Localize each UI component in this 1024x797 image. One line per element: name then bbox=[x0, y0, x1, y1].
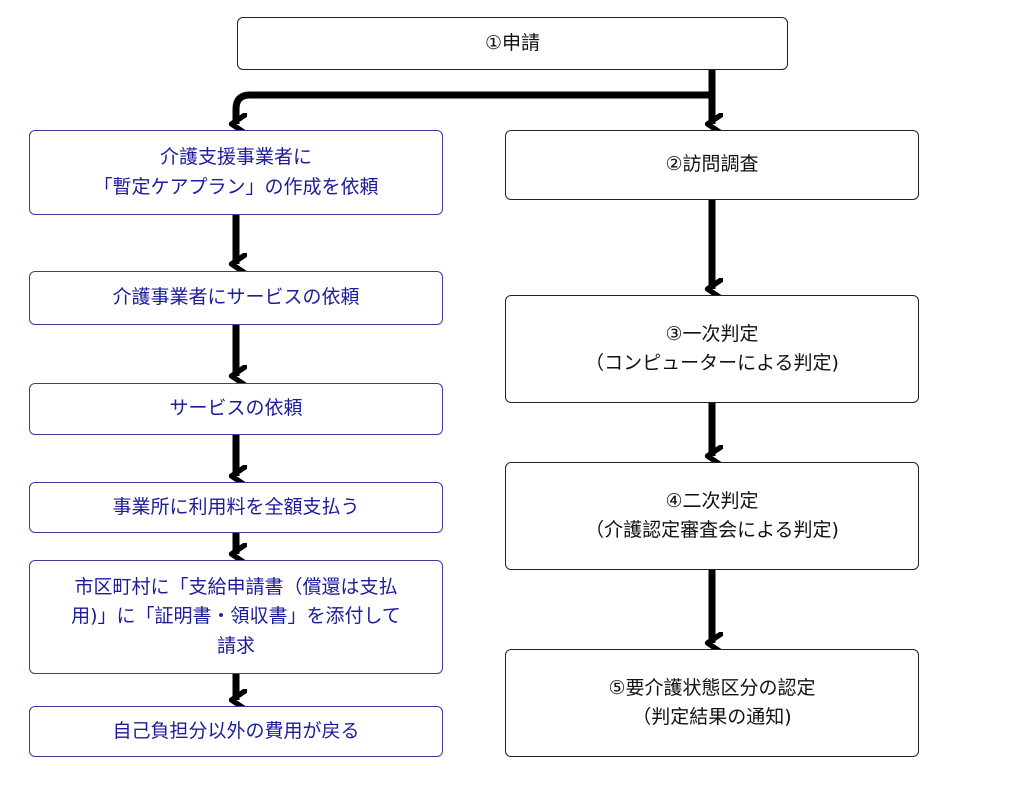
left-step-submit-claim: 市区町村に「支給申請書（償還は支払 用)」に「証明書・領収書」を添付して 請求 bbox=[29, 560, 443, 674]
step-application: ①申請 bbox=[237, 17, 788, 70]
left-step-4-line-1: 事業所に利用料を全額支払う bbox=[112, 495, 360, 518]
left-step-1-line-2: 「暫定ケアプラン」の作成を依頼 bbox=[93, 175, 379, 198]
left-step-1-line-1: 介護支援事業者に bbox=[159, 146, 312, 169]
right-step-secondary-assessment: ④二次判定 （介護認定審査会による判定) bbox=[505, 462, 919, 570]
right-step-primary-assessment: ③一次判定 （コンピューターによる判定) bbox=[505, 295, 919, 403]
left-step-pay-full-fee: 事業所に利用料を全額支払う bbox=[29, 482, 443, 533]
left-step-5-line-1: 市区町村に「支給申請書（償還は支払 bbox=[74, 575, 398, 598]
left-step-3-line-1: サービスの依頼 bbox=[169, 397, 303, 420]
left-step-2-line-1: 介護事業者にサービスの依頼 bbox=[112, 286, 360, 309]
left-step-5-line-3: 請求 bbox=[216, 634, 255, 657]
left-step-request-service-provider: 介護事業者にサービスの依頼 bbox=[29, 271, 443, 325]
left-step-temporary-care-plan: 介護支援事業者に 「暫定ケアプラン」の作成を依頼 bbox=[29, 130, 443, 215]
right-step-3-line-1: ④二次判定 bbox=[665, 489, 759, 512]
left-step-refund: 自己負担分以外の費用が戻る bbox=[29, 706, 443, 757]
left-step-request-service: サービスの依頼 bbox=[29, 383, 443, 435]
right-step-2-line-1: ③一次判定 bbox=[665, 322, 759, 345]
right-step-4-line-1: ⑤要介護状態区分の認定 bbox=[608, 676, 816, 699]
arrow-branch-left bbox=[236, 91, 712, 124]
right-step-1-line-1: ②訪問調査 bbox=[665, 153, 759, 176]
step-application-line-1: ①申請 bbox=[484, 31, 541, 54]
right-step-care-level-certification: ⑤要介護状態区分の認定 （判定結果の通知) bbox=[505, 649, 919, 757]
right-step-2-line-2: （コンピューターによる判定) bbox=[585, 352, 839, 374]
left-step-6-line-1: 自己負担分以外の費用が戻る bbox=[112, 719, 360, 742]
right-step-3-line-2: （介護認定審査会による判定) bbox=[585, 519, 839, 541]
left-step-5-line-2: 用)」に「証明書・領収書」を添付して bbox=[71, 605, 401, 628]
right-step-home-visit-survey: ②訪問調査 bbox=[505, 130, 919, 200]
right-step-4-line-2: （判定結果の通知) bbox=[632, 706, 792, 728]
